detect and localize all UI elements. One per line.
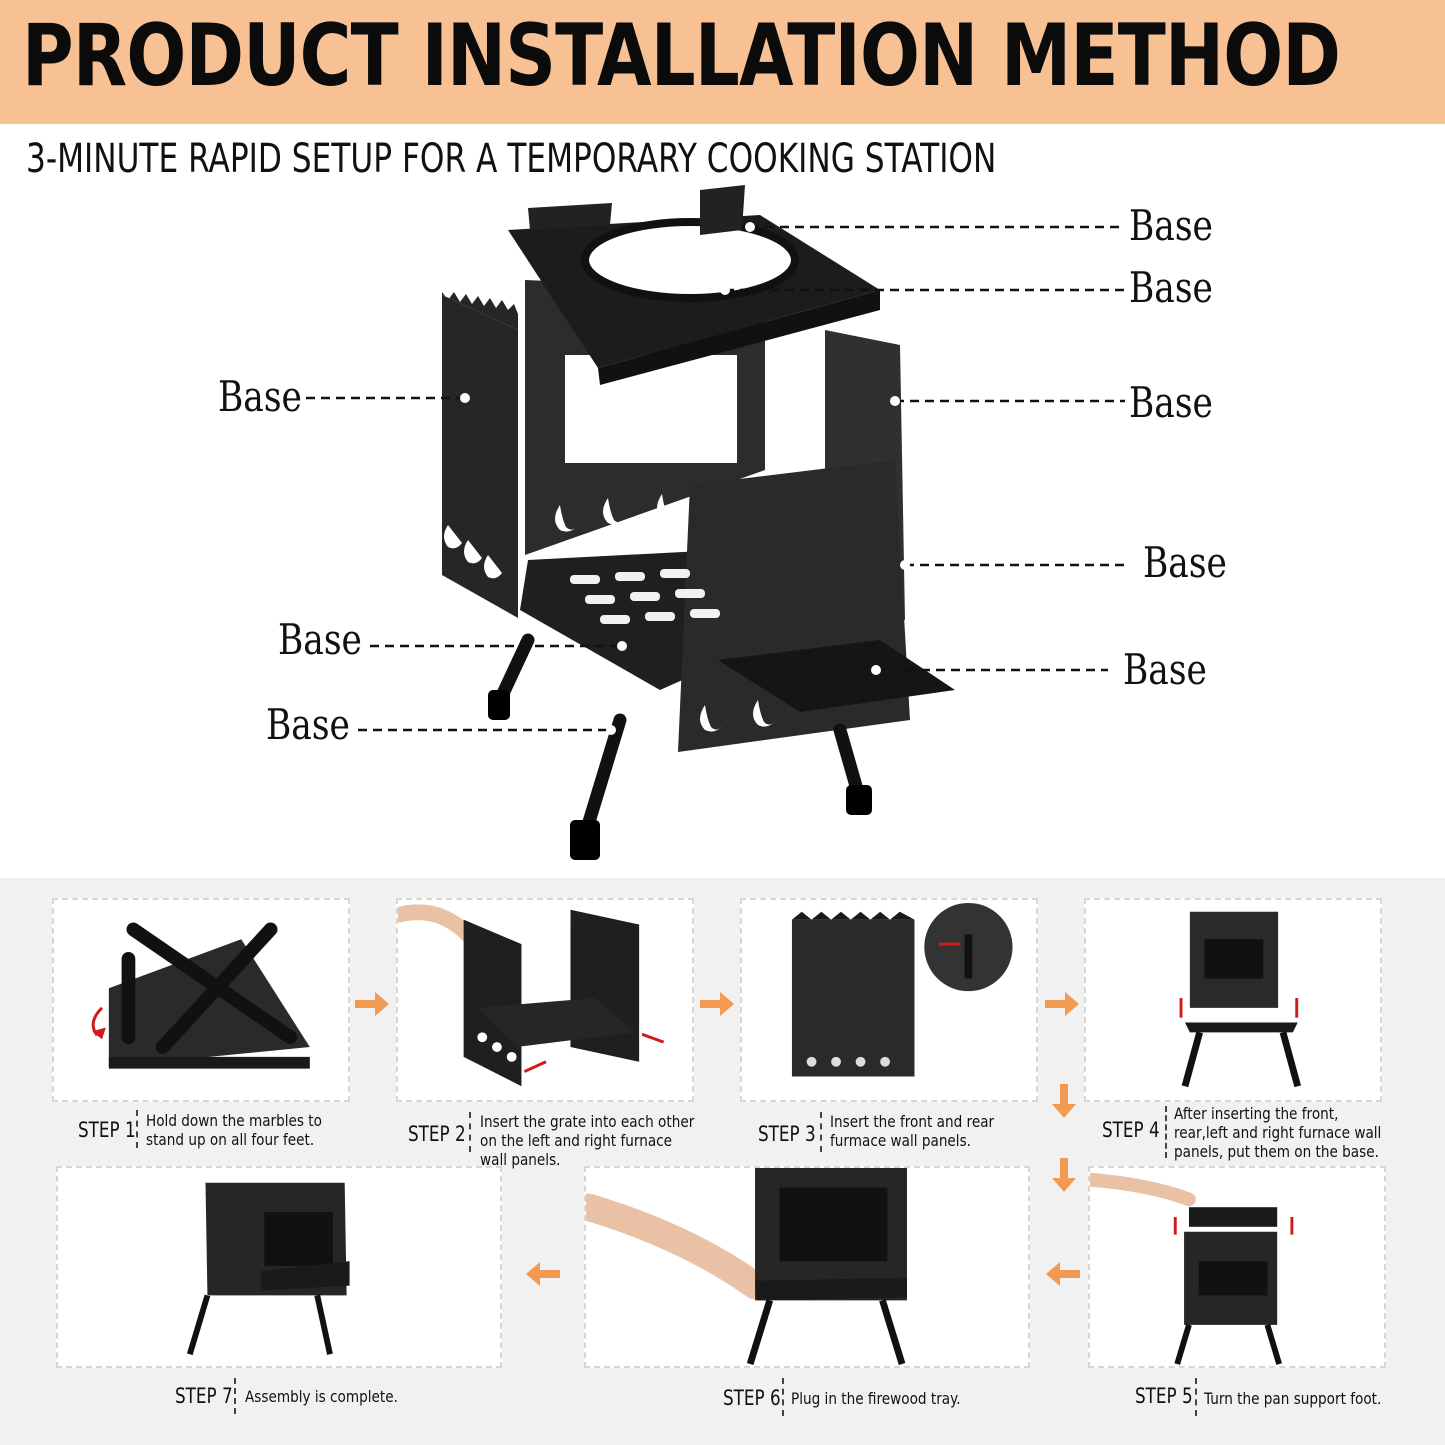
step-6-image — [584, 1166, 1030, 1368]
page-subtitle: 3-MINUTE RAPID SETUP FOR A TEMPORARY COO… — [26, 136, 997, 182]
exploded-stove-diagram — [0, 180, 1445, 880]
step-2-description: Insert the grate into each other on the … — [480, 1112, 695, 1169]
arrow-right-icon — [1045, 992, 1079, 1016]
callout-label: Base — [266, 700, 350, 749]
page-title: PRODUCT INSTALLATION METHOD — [22, 6, 1341, 106]
step-1-image — [52, 898, 350, 1102]
callout-label: Base — [278, 615, 362, 664]
callout-label: Base — [1129, 201, 1213, 250]
step-5-label: STEP 5 — [1135, 1384, 1193, 1408]
step-2-separator — [469, 1112, 471, 1152]
step-1-separator — [136, 1110, 138, 1148]
step-1-label: STEP 1 — [78, 1118, 136, 1142]
step-5-description: Turn the pan support foot. — [1204, 1389, 1382, 1408]
step-3-description: Insert the front and rear furmace wall p… — [830, 1112, 995, 1150]
step-4-separator — [1165, 1106, 1167, 1158]
step-6-separator — [782, 1378, 784, 1416]
step-4-label: STEP 4 — [1102, 1118, 1160, 1142]
step-5-separator — [1195, 1378, 1197, 1416]
arrow-left-icon — [526, 1262, 560, 1286]
step-1-description: Hold down the marbles to stand up on all… — [146, 1111, 322, 1149]
arrow-left-icon — [1046, 1262, 1080, 1286]
step-6-description: Plug in the firewood tray. — [791, 1389, 961, 1408]
arrow-right-icon — [700, 992, 734, 1016]
callout-label: Base — [1123, 645, 1207, 694]
step-6-label: STEP 6 — [723, 1386, 781, 1410]
step-4-description: After inserting the front, rear,left and… — [1174, 1104, 1382, 1161]
stove-illustration — [306, 185, 1130, 860]
callout-label: Base — [1129, 378, 1213, 427]
step-2-image — [396, 898, 694, 1102]
arrow-down-icon — [1052, 1084, 1076, 1118]
step-3-separator — [820, 1112, 822, 1152]
arrow-down-icon — [1052, 1158, 1076, 1192]
step-7-description: Assembly is complete. — [245, 1387, 398, 1406]
callout-label: Base — [1129, 263, 1213, 312]
callout-label: Base — [218, 372, 302, 421]
step-2-label: STEP 2 — [408, 1122, 466, 1146]
step-7-label: STEP 7 — [175, 1384, 233, 1408]
step-7-image — [56, 1166, 502, 1368]
step-5-image — [1088, 1166, 1386, 1368]
callout-label: Base — [1143, 538, 1227, 587]
step-4-image — [1084, 898, 1382, 1102]
arrow-right-icon — [355, 992, 389, 1016]
title-banner: PRODUCT INSTALLATION METHOD — [0, 0, 1445, 124]
step-7-separator — [234, 1378, 236, 1414]
step-3-label: STEP 3 — [758, 1122, 816, 1146]
step-3-image — [740, 898, 1038, 1102]
